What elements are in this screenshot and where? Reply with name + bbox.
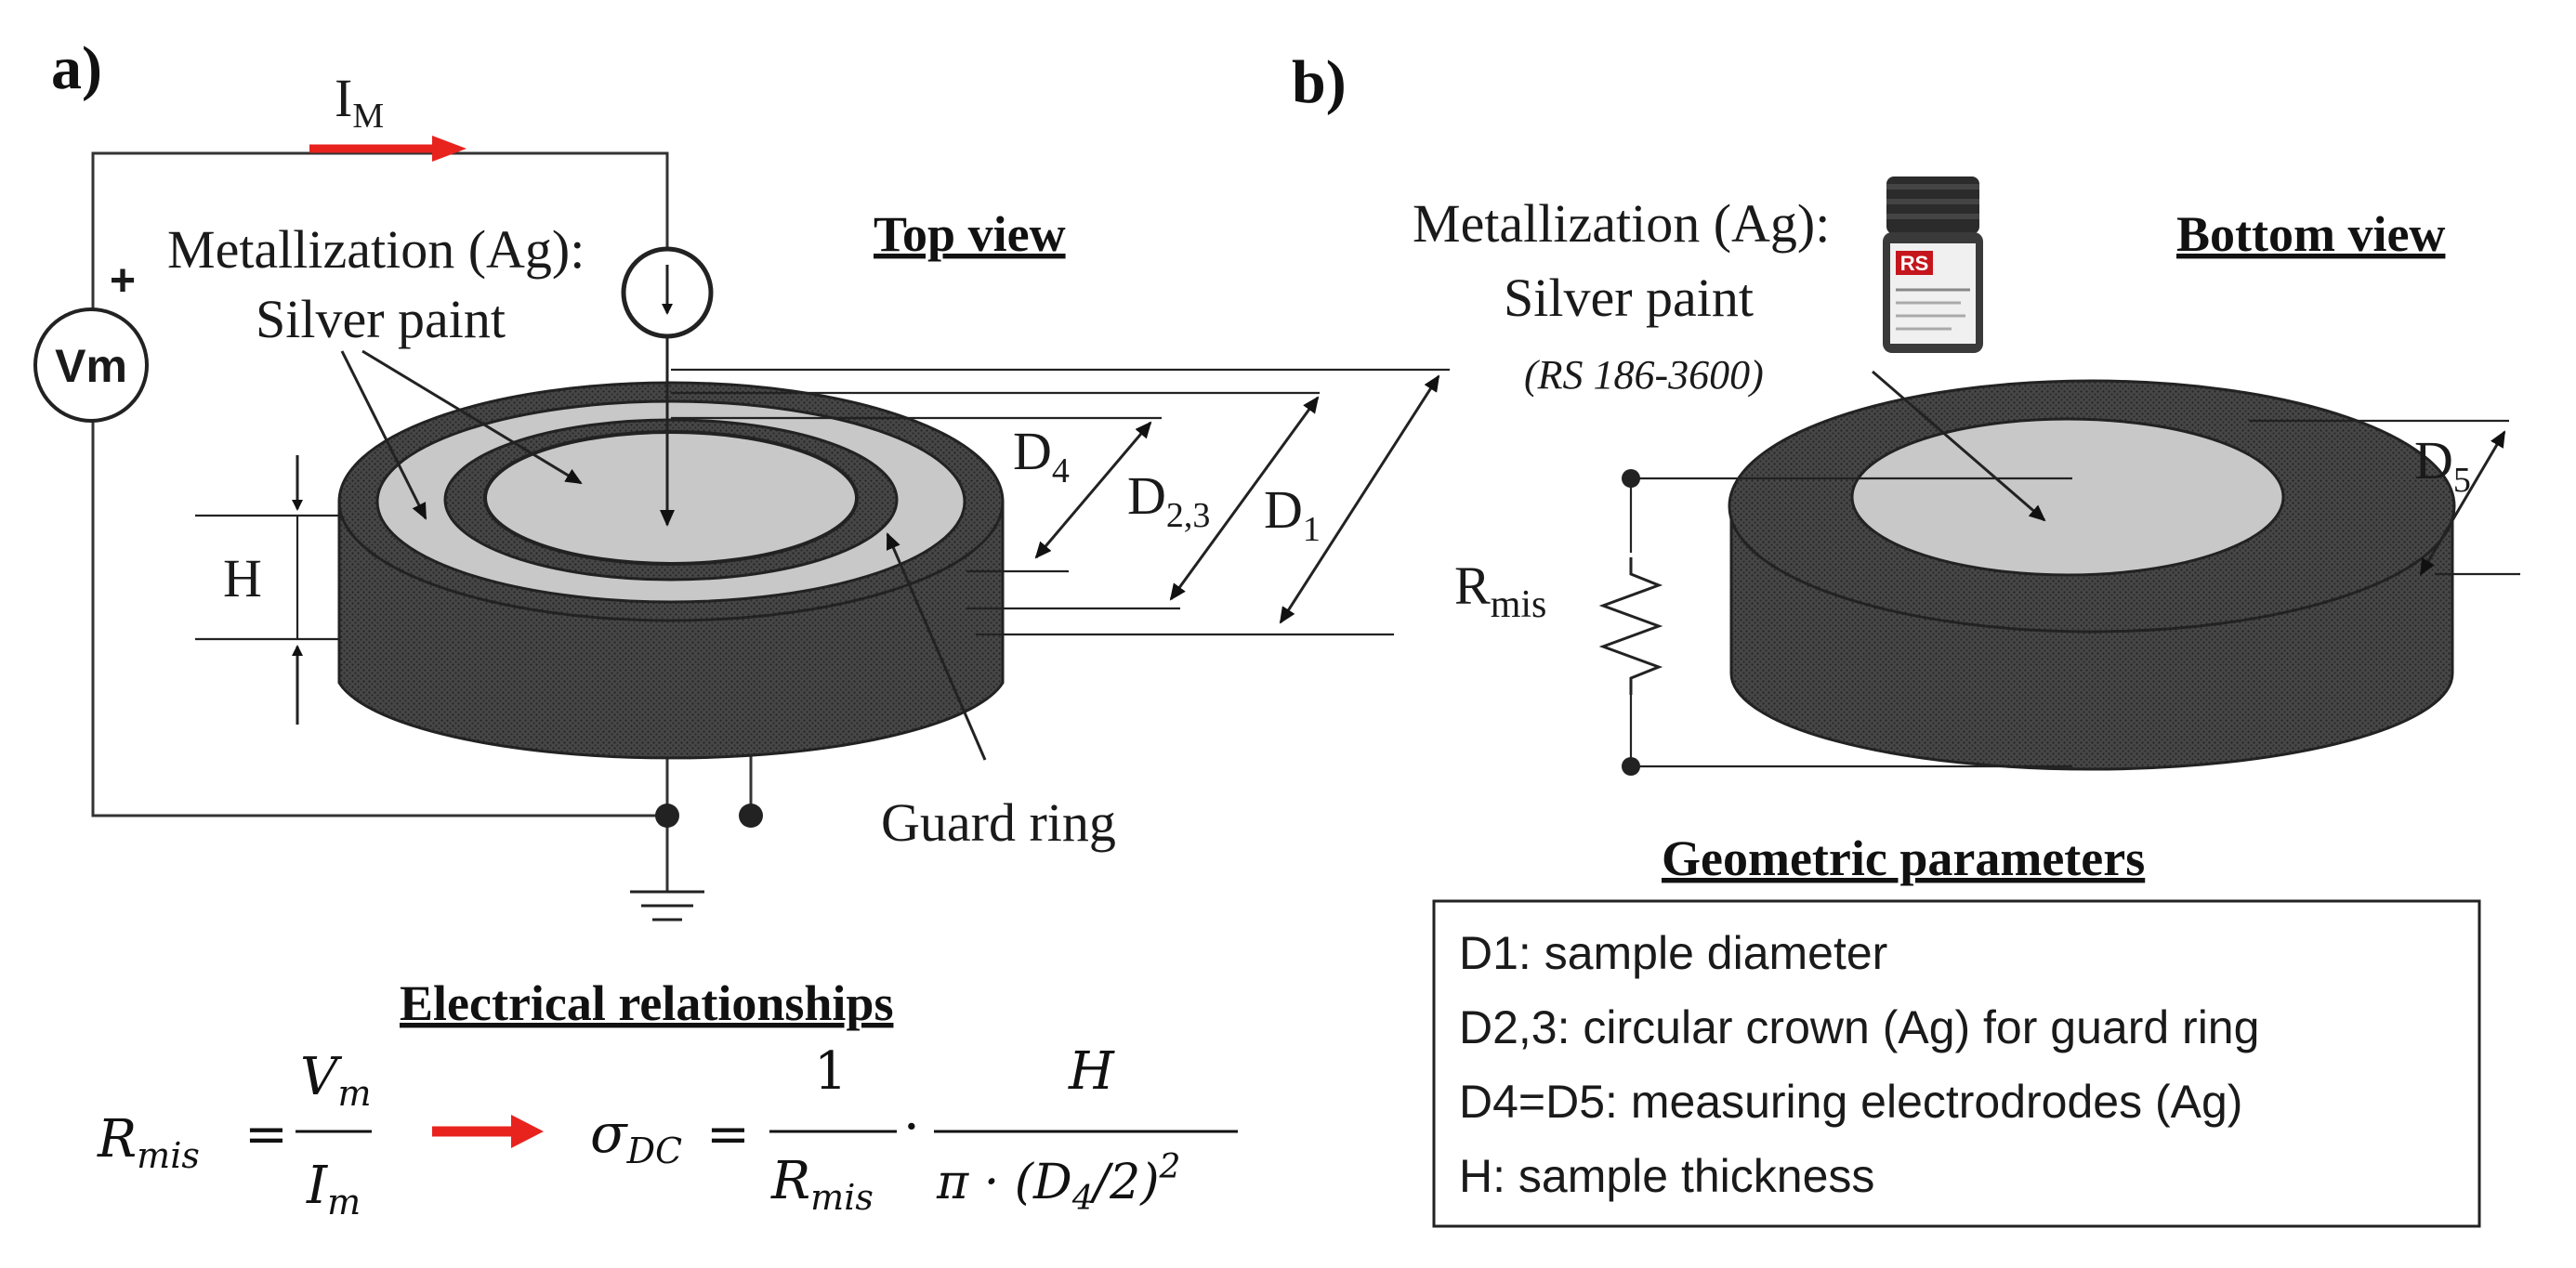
geometric-line-4: H: sample thickness — [1459, 1150, 1874, 1202]
numerator-one: 1 — [814, 1041, 848, 1102]
guard-node — [739, 804, 763, 828]
d1-dimension — [1279, 374, 1440, 624]
rmis-denominator: Rmis — [770, 1151, 874, 1218]
dot-operator: · — [903, 1097, 920, 1157]
sample-disc-bottom — [1728, 379, 2456, 771]
current-arrow-head — [432, 136, 467, 162]
geometric-box — [1432, 899, 2481, 1228]
vm-symbol: Vm — [300, 1047, 372, 1114]
d4-dimension — [1034, 421, 1152, 559]
d23-label: D2,3 — [1127, 465, 1210, 535]
panel-b-letter: b) — [1292, 48, 1347, 116]
svg-text:RS: RS — [1900, 252, 1929, 275]
d1-label: D1 — [1264, 479, 1321, 549]
d4-label: D4 — [1013, 421, 1070, 490]
rmis-label: Rmis — [1454, 556, 1546, 626]
rmis-resistor-icon — [1598, 469, 2072, 776]
pi-denominator: π · (D4/2)2 — [936, 1148, 1180, 1218]
ground-node — [655, 804, 679, 828]
electrical-relationships: Electrical relationships Rmis = Vm Im σD… — [97, 975, 1238, 1222]
measuring-electrode — [483, 430, 859, 566]
metallization-label-b: Metallization (Ag): — [1413, 193, 1830, 254]
bottom-view-title: Bottom view — [2176, 206, 2445, 262]
voltmeter-plus: + — [110, 256, 136, 306]
panel-a: a) IM Vm + — [33, 34, 1450, 922]
silver-paint-jar-icon: RS — [1883, 176, 1983, 353]
silver-paint-label-a: Silver paint — [256, 289, 506, 349]
measuring-electrode-bottom — [1850, 417, 2285, 577]
geometric-line-3: D4=D5: measuring electrodrodes (Ag) — [1459, 1076, 2242, 1128]
part-number-label: (RS 186-3600) — [1524, 352, 1764, 398]
equals-1: = — [244, 1105, 288, 1165]
guard-ring-label: Guard ring — [881, 792, 1116, 853]
panel-a-letter: a) — [51, 34, 102, 102]
geometric-line-1: D1: sample diameter — [1459, 927, 1887, 979]
h-dimension-label: H — [223, 548, 262, 608]
current-label: IM — [335, 68, 384, 136]
top-view-title: Top view — [874, 206, 1066, 262]
voltmeter-label: Vm — [55, 340, 127, 392]
rmis-symbol: Rmis — [97, 1109, 200, 1176]
d5-label: D5 — [2414, 430, 2471, 500]
im-symbol: Im — [306, 1156, 361, 1222]
metallization-label-a: Metallization (Ag): — [167, 219, 585, 280]
equals-2: = — [706, 1105, 750, 1165]
geometric-line-2: D2,3: circular crown (Ag) for guard ring — [1459, 1001, 2259, 1053]
voltmeter-icon — [33, 307, 149, 423]
geometric-title: Geometric parameters — [1662, 830, 2145, 886]
h-numerator: H — [1068, 1041, 1115, 1102]
electrical-title: Electrical relationships — [400, 975, 893, 1031]
geometric-parameters: Geometric parameters D1: sample diameter… — [1432, 830, 2481, 1228]
sample-disc-top — [337, 381, 1005, 760]
sigma-symbol: σDC — [590, 1102, 682, 1171]
silver-paint-label-b: Silver paint — [1504, 268, 1754, 328]
panel-b: b) Metallization (Ag): Silver paint (RS … — [1292, 48, 2520, 776]
d5-dimension — [2419, 430, 2506, 576]
